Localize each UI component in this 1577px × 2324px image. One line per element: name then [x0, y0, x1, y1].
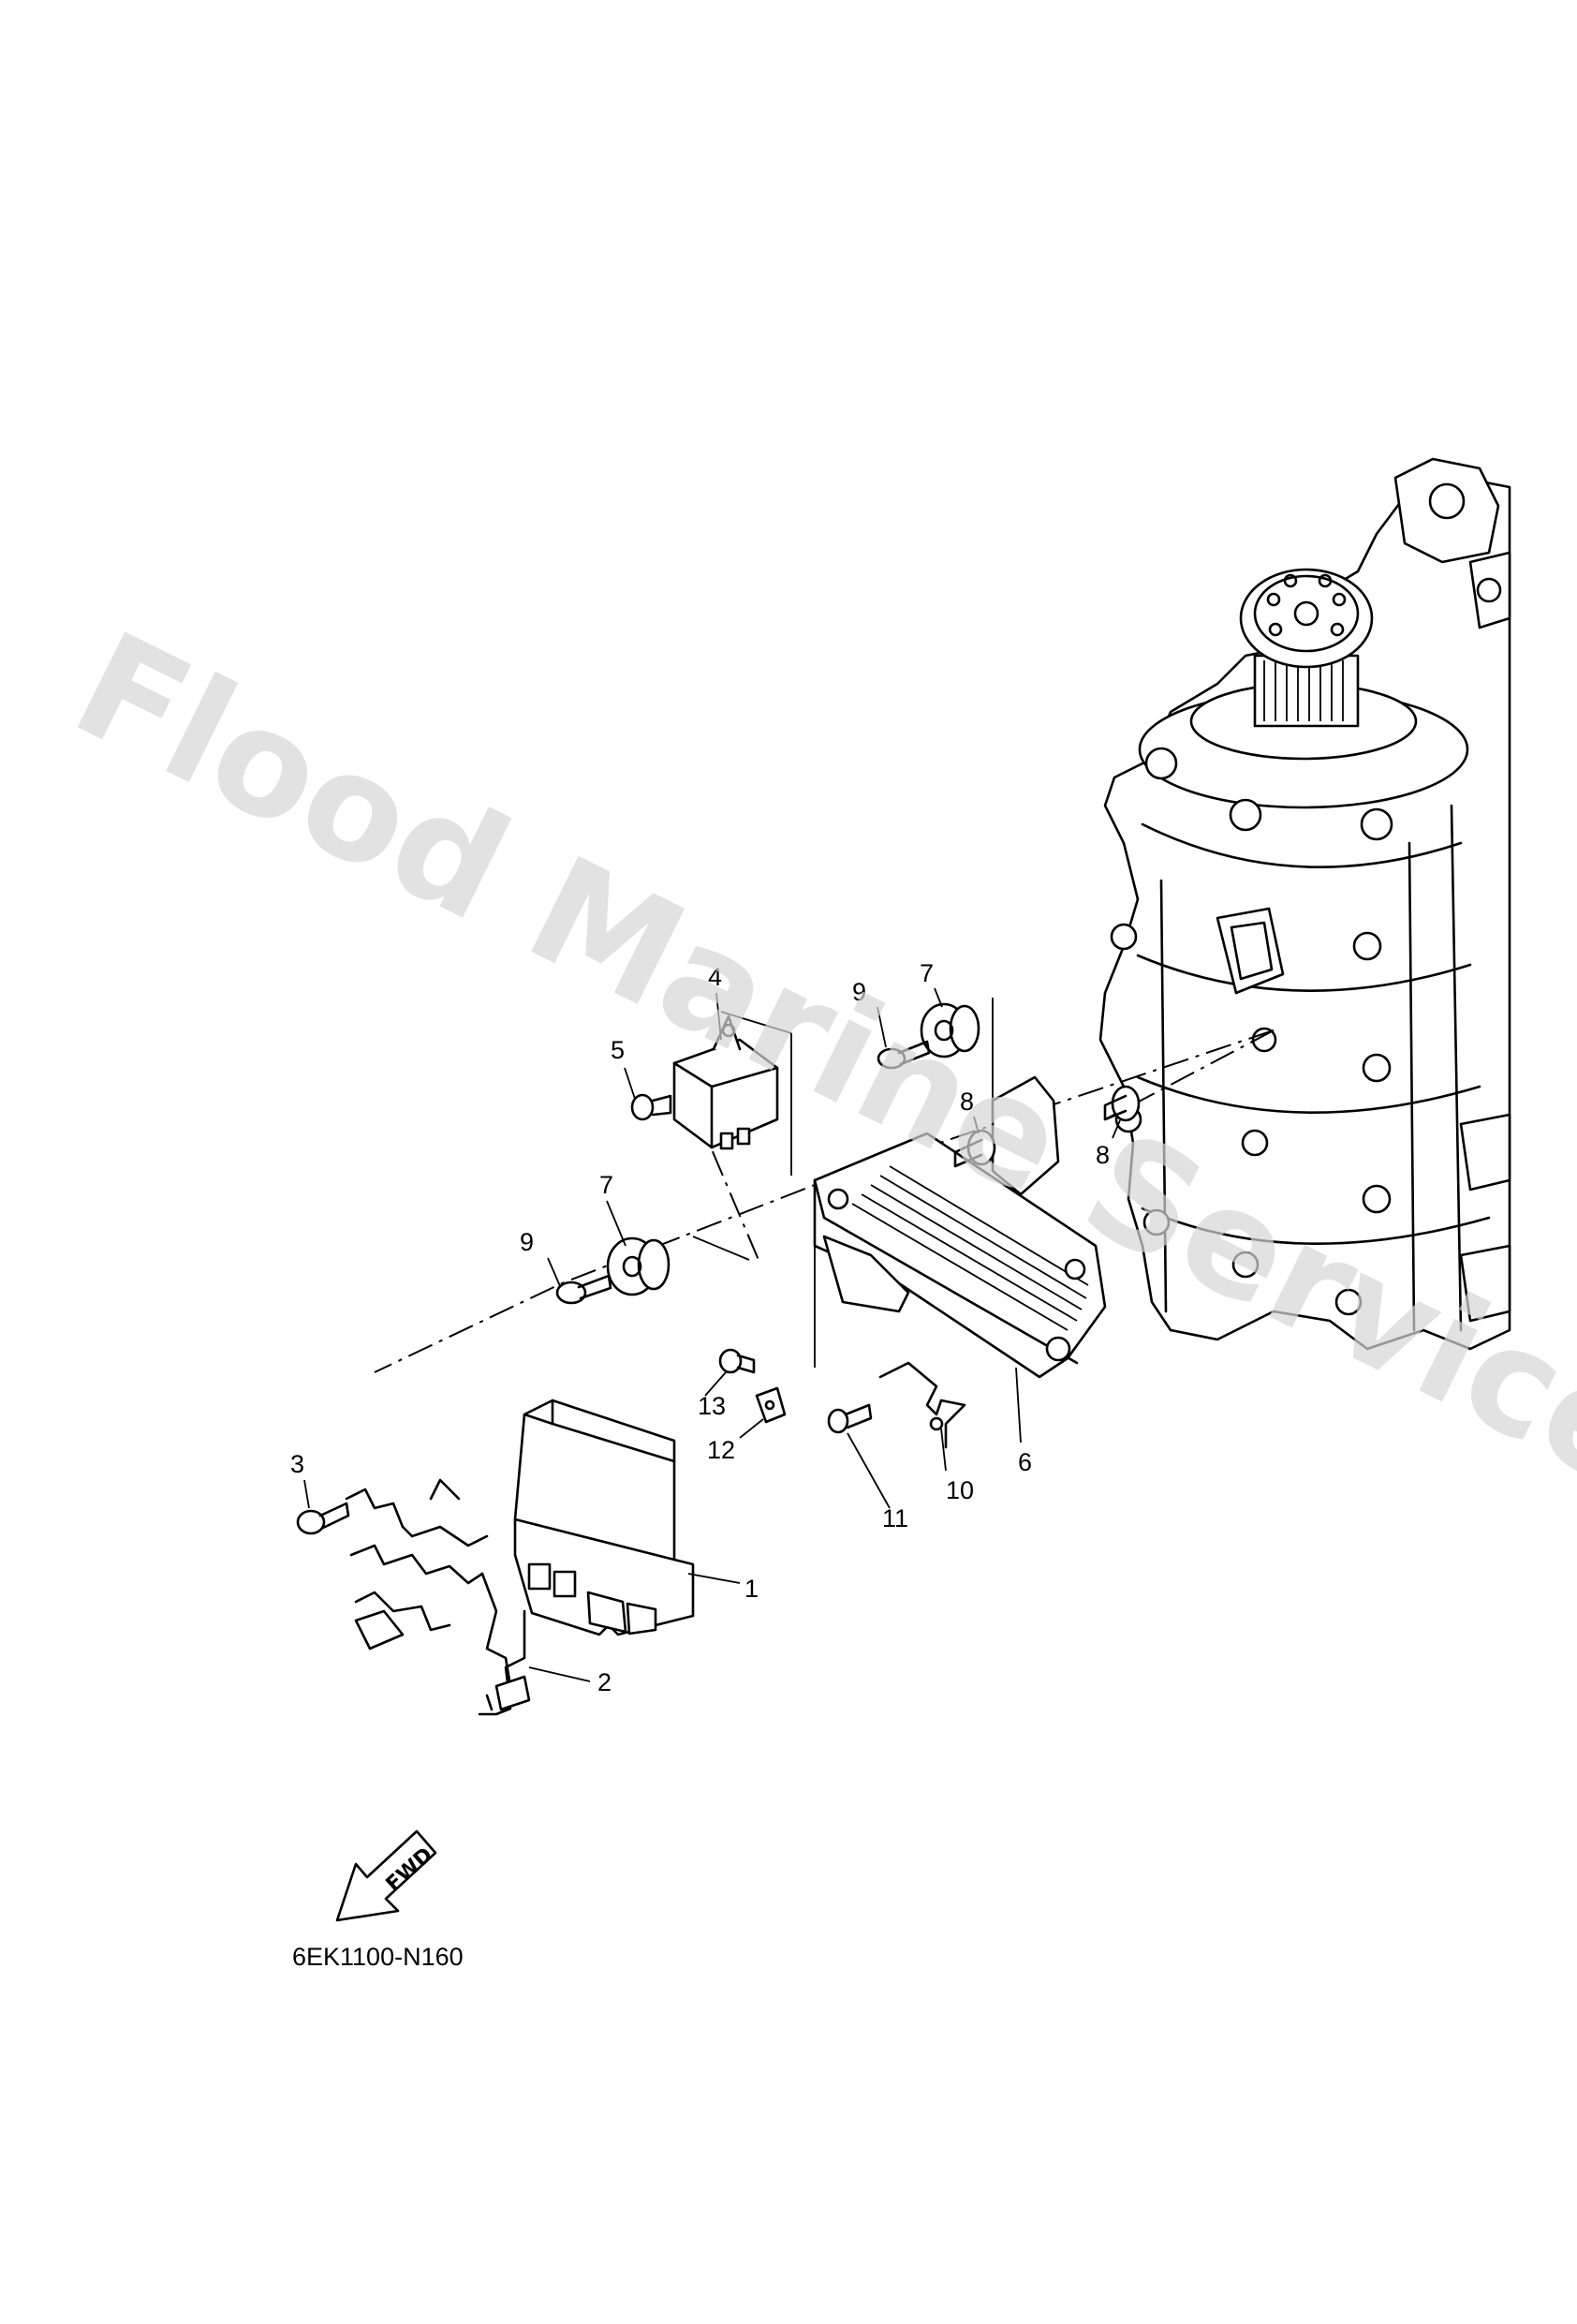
collar-part-8-right [1103, 1085, 1141, 1122]
callout-9a: 9 [852, 978, 866, 1006]
leader-lines [303, 987, 1121, 1682]
regulator-part-6 [813, 1075, 1107, 1379]
callout-6: 6 [1018, 1448, 1032, 1476]
callout-12: 12 [707, 1436, 735, 1464]
callout-10: 10 [946, 1476, 974, 1504]
callout-labels: 1 2 3 4 5 6 7 7 8 8 9 9 10 11 12 13 [290, 959, 1110, 1696]
grommet-part-7-upper [920, 1002, 980, 1058]
callout-8a: 8 [960, 1088, 974, 1116]
callout-2: 2 [597, 1668, 612, 1696]
fwd-arrow-icon: FWD [335, 1829, 437, 1922]
bolt-part-3 [296, 1502, 350, 1535]
screw-part-13 [718, 1348, 756, 1374]
engine-block [1098, 457, 1511, 1351]
callout-3: 3 [290, 1450, 304, 1478]
bolt-part-9-lower [555, 1274, 612, 1305]
callout-8b: 8 [1096, 1141, 1110, 1169]
diagram-code: 6EK1100-N160 [292, 1943, 464, 1971]
grommet-part-7-lower [606, 1236, 671, 1296]
ecm-part-1 [513, 1399, 695, 1636]
callout-9b: 9 [520, 1228, 534, 1256]
clip-part-12 [755, 1386, 787, 1424]
callout-13: 13 [698, 1392, 726, 1420]
callout-11: 11 [882, 1504, 908, 1532]
bolt-part-9-upper [877, 1040, 931, 1070]
callout-4: 4 [708, 963, 722, 991]
harness-bracket-part-2 [345, 1478, 531, 1716]
relay-part-4 [672, 1014, 779, 1150]
screw-part-11 [827, 1403, 873, 1434]
bracket-part-10 [878, 1361, 966, 1449]
callout-7b: 7 [599, 1171, 613, 1199]
screw-part-5 [630, 1093, 672, 1121]
collar-part-8-left [953, 1129, 996, 1168]
callout-7a: 7 [920, 959, 934, 987]
callout-1: 1 [744, 1575, 759, 1603]
callout-5: 5 [611, 1036, 625, 1064]
